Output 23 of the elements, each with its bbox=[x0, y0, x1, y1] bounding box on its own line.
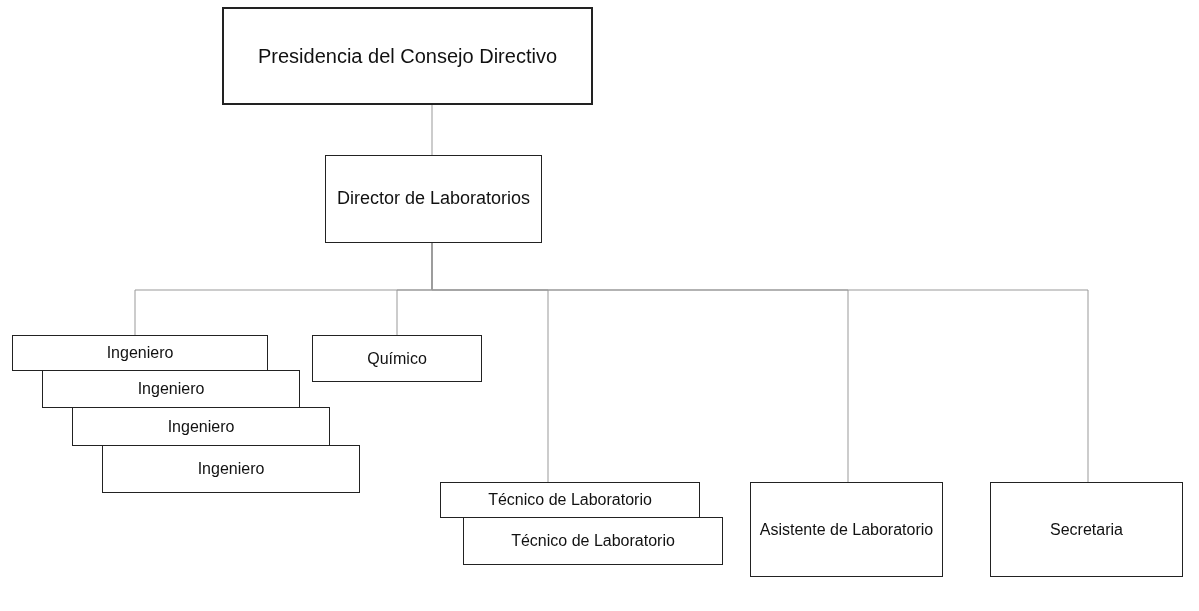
org-box bbox=[750, 482, 943, 577]
org-box bbox=[102, 445, 360, 493]
role-title: Técnico de Laboratorio bbox=[511, 531, 675, 551]
role-title: Ingeniero bbox=[137, 379, 205, 399]
role-title: Técnico de Laboratorio bbox=[488, 490, 652, 510]
role-title: Director de Laboratorios bbox=[336, 188, 531, 210]
org-box bbox=[12, 335, 268, 371]
role-title: Asistente de Laboratorio bbox=[759, 519, 934, 540]
role-title: Secretaria bbox=[1050, 519, 1123, 540]
org-box bbox=[325, 155, 542, 243]
org-box bbox=[42, 370, 300, 408]
org-box bbox=[440, 482, 700, 518]
role-title: Ingeniero bbox=[106, 343, 174, 363]
role-title: Ingeniero bbox=[197, 459, 265, 479]
role-title: Presidencia del Consejo Directivo bbox=[257, 44, 557, 68]
org-box bbox=[312, 335, 482, 382]
org-box bbox=[222, 7, 593, 105]
org-box bbox=[990, 482, 1183, 577]
org-box bbox=[72, 407, 330, 446]
org-box bbox=[463, 517, 723, 565]
role-title: Ingeniero bbox=[167, 416, 235, 437]
role-title: Químico bbox=[367, 348, 427, 369]
connector-line bbox=[431, 104, 433, 156]
